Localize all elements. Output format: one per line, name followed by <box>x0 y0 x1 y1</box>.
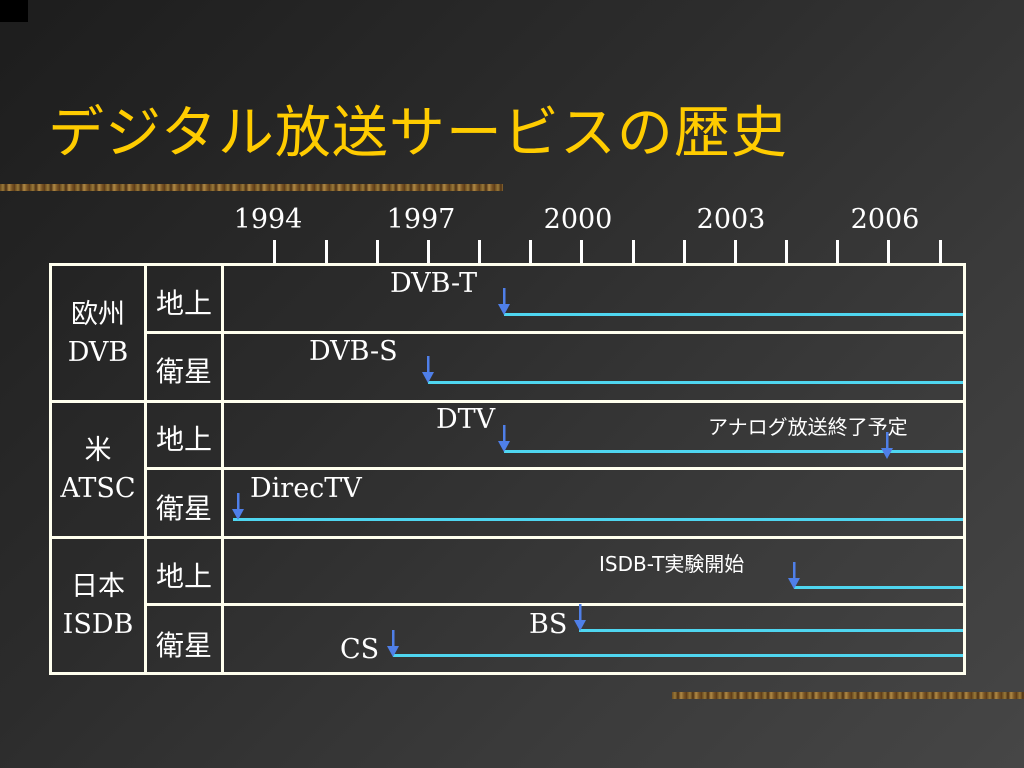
year-tick <box>273 240 276 264</box>
decorative-bar-top <box>0 184 503 191</box>
region-divider <box>49 400 966 403</box>
event-label-isdb-t: ISDB-T実験開始 <box>599 552 745 576</box>
event-label-dvb-s: DVB-S <box>309 336 398 367</box>
arrow-down-icon <box>232 493 244 520</box>
year-label: 2006 <box>850 204 920 235</box>
event-label-dvb-t: DVB-T <box>390 268 478 299</box>
year-label: 1997 <box>386 204 456 235</box>
table-border-top <box>49 263 966 266</box>
event-label-bs: BS <box>529 609 568 640</box>
year-tick <box>427 240 430 264</box>
region-standard: DVB <box>67 337 129 368</box>
timeline-bar-dvb-s <box>428 381 963 384</box>
event-label-cs: CS <box>340 634 380 665</box>
year-tick <box>836 240 839 264</box>
region-divider <box>49 536 966 539</box>
event-note-analog-end: アナログ放送終了予定 <box>708 415 908 439</box>
row-label-terrestrial: 地上 <box>155 560 212 593</box>
arrow-down-icon <box>498 288 510 315</box>
row-label-terrestrial: 地上 <box>155 287 212 320</box>
row-divider <box>144 603 966 606</box>
region-japan: 日本 ISDB <box>52 568 144 644</box>
region-standard: ISDB <box>62 609 134 640</box>
year-tick <box>632 240 635 264</box>
arrow-down-icon <box>574 604 586 631</box>
year-tick <box>785 240 788 264</box>
region-name: 米 <box>84 435 112 466</box>
region-standard: ATSC <box>60 473 136 504</box>
year-tick <box>376 240 379 264</box>
timeline-bar-bs <box>579 629 963 632</box>
region-name: 欧州 <box>71 299 125 330</box>
arrow-down-icon <box>498 425 510 452</box>
year-label: 1994 <box>233 204 303 235</box>
row-label-satellite: 衛星 <box>155 492 212 525</box>
region-usa: 米 ATSC <box>52 432 144 508</box>
corner-mark <box>0 0 28 22</box>
arrow-down-icon <box>788 562 800 589</box>
arrow-down-icon <box>422 356 434 383</box>
year-label: 2000 <box>543 204 613 235</box>
timeline-bar-isdb-t <box>794 586 963 589</box>
row-label-satellite: 衛星 <box>155 629 212 662</box>
year-tick <box>478 240 481 264</box>
timeline-bar-directv <box>233 518 963 521</box>
event-label-dtv: DTV <box>436 404 496 435</box>
arrow-down-icon <box>881 432 893 459</box>
year-tick <box>325 240 328 264</box>
timeline-bar-cs <box>393 654 963 657</box>
arrow-down-icon <box>387 630 399 657</box>
event-label-directv: DirecTV <box>250 473 362 504</box>
year-tick <box>580 240 583 264</box>
year-tick <box>683 240 686 264</box>
row-label-satellite: 衛星 <box>155 355 212 388</box>
year-tick <box>529 240 532 264</box>
row-divider <box>144 331 966 334</box>
row-divider <box>144 467 966 470</box>
year-tick <box>887 240 890 264</box>
table-border-left <box>49 263 52 675</box>
row-label-terrestrial: 地上 <box>155 423 212 456</box>
year-label: 2003 <box>696 204 766 235</box>
region-europe: 欧州 DVB <box>52 296 144 372</box>
decorative-bar-bottom <box>672 692 1024 699</box>
table-border-bottom <box>49 672 966 675</box>
timeline-bar-dtv <box>504 450 963 453</box>
year-tick <box>734 240 737 264</box>
slide-title: デジタル放送サービスの歴史 <box>48 101 788 166</box>
timeline-bar-dvb-t <box>504 313 963 316</box>
region-name: 日本 <box>71 571 125 602</box>
year-tick <box>939 240 942 264</box>
